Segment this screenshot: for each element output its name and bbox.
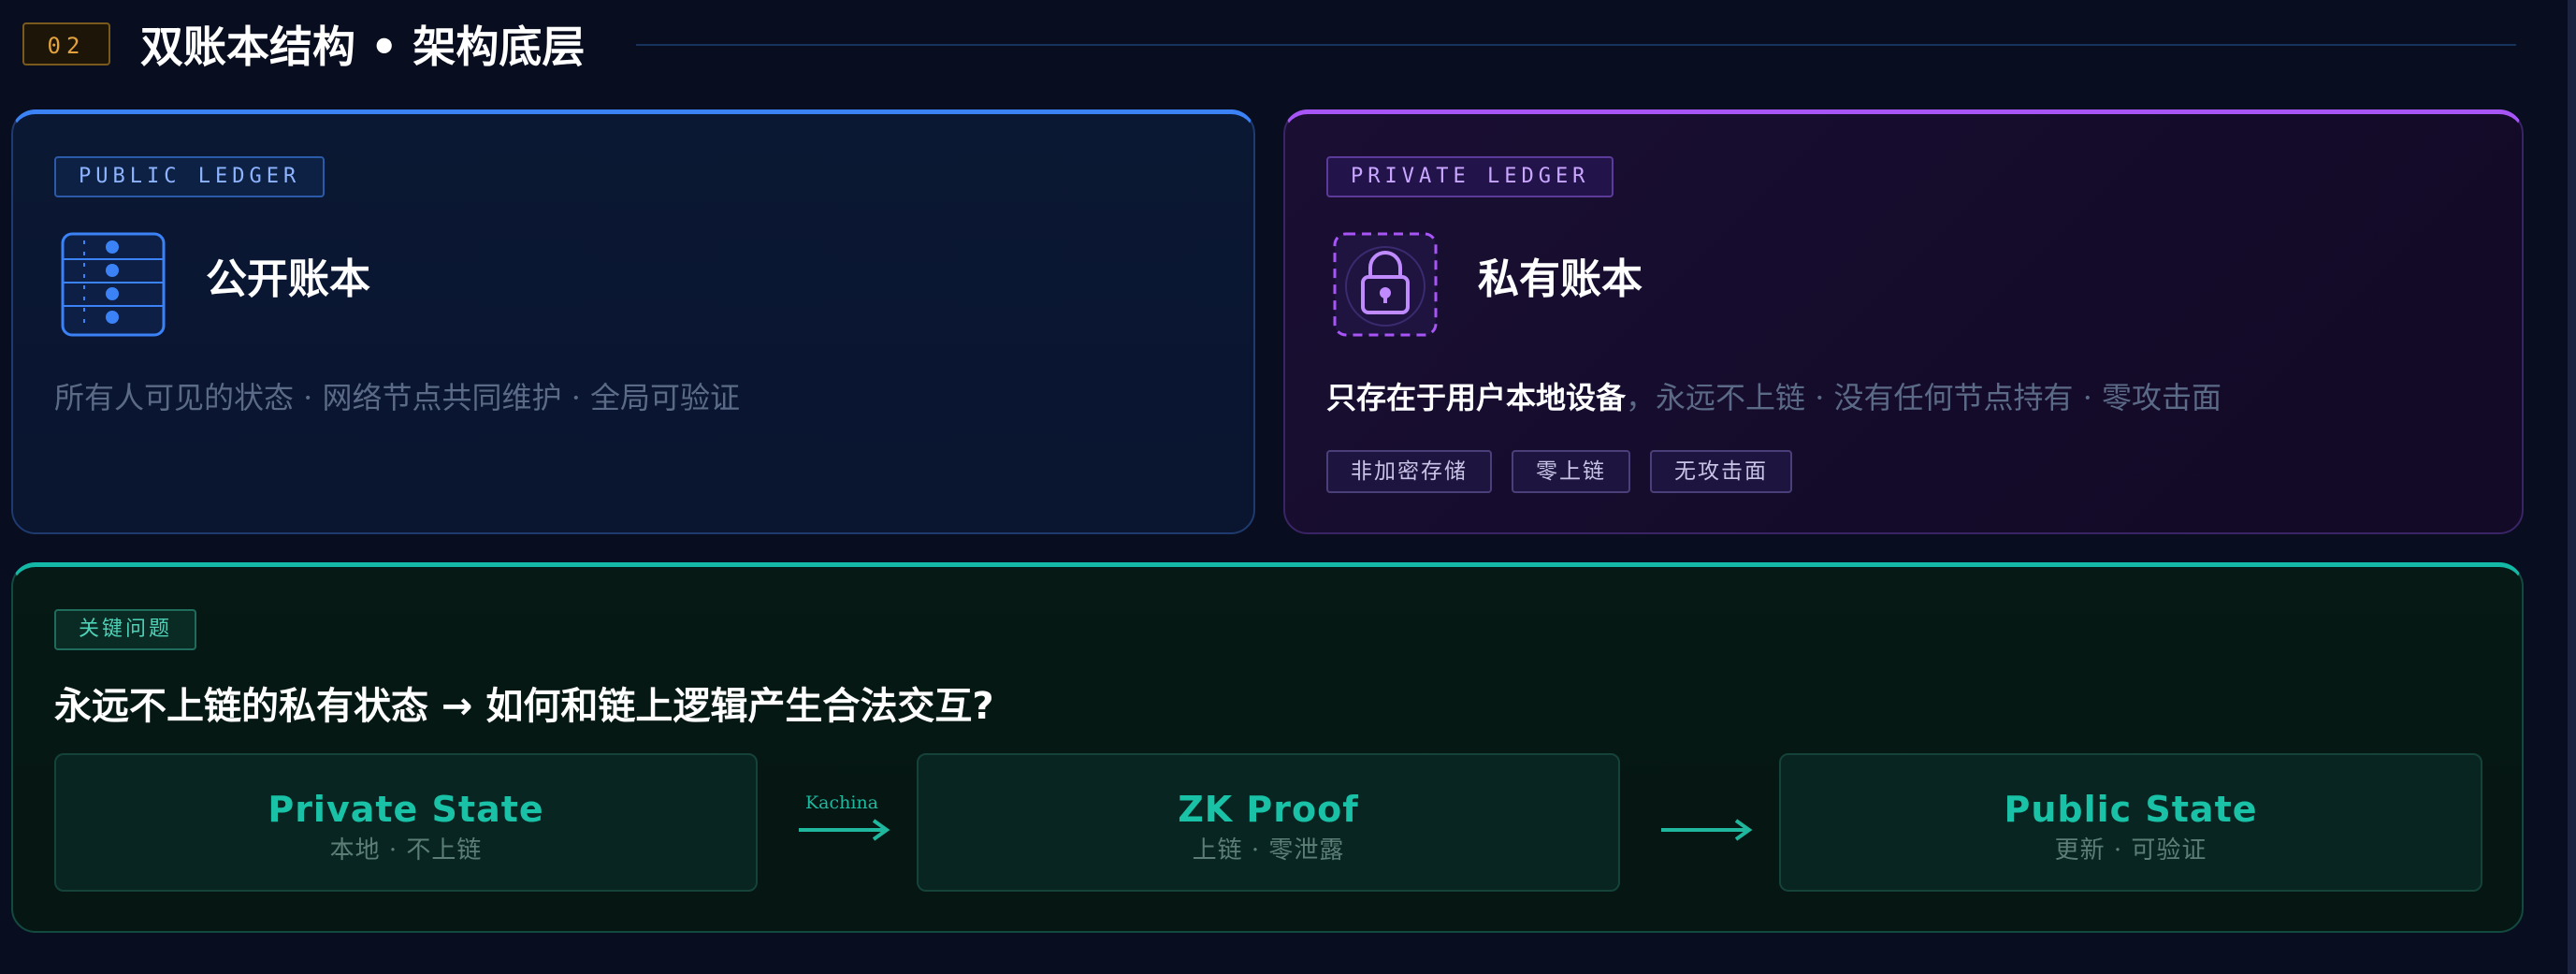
flow-private-state-name: Private State — [268, 789, 544, 830]
arrow-right-icon — [1661, 819, 1753, 841]
flow-public-state: Public State 更新 · 可验证 — [1779, 753, 2482, 892]
section-header: 02 双账本结构 • 架构底层 — [0, 0, 2525, 94]
lock-icon — [1332, 231, 1439, 338]
chip-no-attack-surface: 无攻击面 — [1650, 450, 1792, 493]
private-ledger-description: 只存在于用户本地设备，永远不上链 · 没有任何节点持有 · 零攻击面 — [1326, 379, 2221, 416]
public-ledger-description: 所有人可见的状态 · 网络节点共同维护 · 全局可验证 — [54, 380, 741, 415]
private-ledger-title: 私有账本 — [1478, 255, 1643, 303]
flow-public-state-sub: 更新 · 可验证 — [2054, 836, 2207, 865]
public-ledger-tag: PUBLIC LEDGER — [54, 156, 326, 197]
right-scrollbar-edge — [2568, 0, 2576, 974]
private-ledger-card: PRIVATE LEDGER 私有账本 只存在于用户本地设备，永远不上链 · 没… — [1283, 109, 2524, 534]
private-accent-line — [1283, 109, 2524, 134]
public-accent-line — [11, 109, 1255, 134]
key-question-card: 关键问题 永远不上链的私有状态 → 如何和链上逻辑产生合法交互? Private… — [11, 562, 2524, 933]
kachina-arrow: Kachina — [786, 792, 898, 850]
arrow-right-icon — [799, 819, 890, 841]
flow-public-state-name: Public State — [2004, 789, 2258, 830]
key-question-tag: 关键问题 — [54, 609, 197, 650]
private-description-strong: 只存在于用户本地设备 — [1326, 380, 1627, 415]
chip-unencrypted-storage: 非加密存储 — [1326, 450, 1492, 493]
flow-arrow-2 — [1648, 794, 1760, 850]
key-question-text: 永远不上链的私有状态 → 如何和链上逻辑产生合法交互? — [54, 685, 994, 728]
flow-zk-proof: ZK Proof 上链 · 零泄露 — [917, 753, 1620, 892]
flow-private-state: Private State 本地 · 不上链 — [54, 753, 758, 892]
private-description-rest: ，永远不上链 · 没有任何节点持有 · 零攻击面 — [1626, 380, 2222, 415]
private-ledger-tag: PRIVATE LEDGER — [1326, 156, 1614, 197]
kachina-arrow-label: Kachina — [804, 792, 879, 813]
flow-zk-proof-sub: 上链 · 零泄露 — [1192, 836, 1345, 865]
public-ledger-title: 公开账本 — [206, 255, 370, 303]
section-number-badge: 02 — [22, 22, 110, 65]
key-accent-line — [11, 562, 2524, 587]
flow-private-state-sub: 本地 · 不上链 — [329, 836, 483, 865]
flow-zk-proof-name: ZK Proof — [1178, 789, 1359, 830]
chip-zero-onchain: 零上链 — [1512, 450, 1630, 493]
section-title: 双账本结构 • 架构底层 — [140, 22, 586, 72]
header-divider — [636, 44, 2516, 46]
ledger-list-icon — [60, 231, 166, 338]
public-ledger-card: PUBLIC LEDGER 公开账本 所有人可见的状态 · 网络节点共同维护 ·… — [11, 109, 1255, 534]
